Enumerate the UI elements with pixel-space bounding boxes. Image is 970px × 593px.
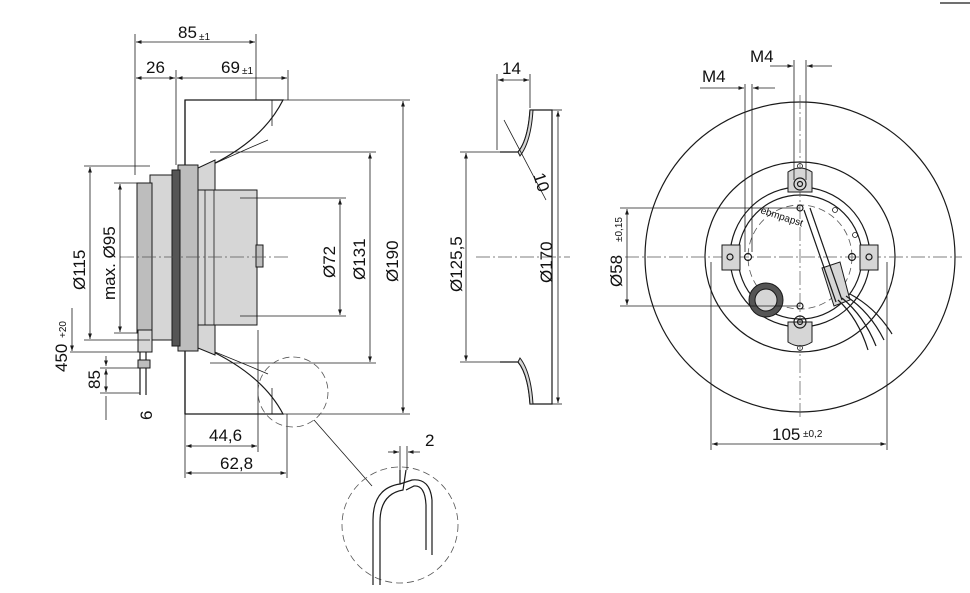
dim-hub-dia: Ø72 [320,246,339,278]
dim-depth-inner: 44,6 [209,426,242,445]
dim-wall-thickness: 2 [425,431,434,450]
dim-impeller-depth: 69 [221,58,240,77]
front-view: ebmpapst M4 M4 Ø58 ±0,15 105 ±0,2 [607,47,962,450]
dim-cable-length: 450 [52,344,71,372]
side-view: 85 ±1 26 69 ±1 Ø190 Ø131 Ø72 Ø115 max. Ø… [52,23,410,487]
dim-ring-inner-dia: Ø125,5 [447,236,466,292]
dim-cable-length-tol: +20 [58,321,69,338]
dim-thread-top: M4 [750,47,774,66]
inlet-ring-view: 14 10 Ø125,5 Ø170 [447,59,570,405]
dim-motor-dia: Ø115 [70,250,89,290]
dim-overall-length-tol: ±1 [199,32,210,43]
dim-thread-side: M4 [702,67,726,86]
dim-overall-length: 85 [178,23,197,42]
dim-ring-outer-dia: Ø170 [537,241,556,283]
detail-circle [341,466,459,584]
detail-callout-circle [257,356,329,428]
motor-housing [194,189,258,326]
impeller-outline [184,99,284,169]
dim-ring-height: 14 [502,59,521,78]
dim-lead-end: 6 [137,411,156,420]
dim-center-dia: Ø58 [607,255,626,287]
dim-hole-spacing-tol: ±0,2 [803,429,823,440]
dim-inlet-dia: Ø131 [350,238,369,280]
dim-impeller-depth-tol: ±1 [242,66,253,77]
dim-depth-outer: 62,8 [220,454,253,473]
detail-view: 2 [341,431,459,585]
dim-max-rotor-dia: max. Ø95 [100,226,119,300]
impeller-outline-bottom [184,347,284,415]
dim-center-dia-tol: ±0,15 [614,217,625,242]
dim-hole-spacing: 105 [772,425,800,444]
dim-flange-depth: 26 [146,58,165,77]
dim-ring-radius: 10 [529,170,553,194]
dim-impeller-dia: Ø190 [383,240,402,282]
dim-lead-strip: 85 [85,370,104,389]
